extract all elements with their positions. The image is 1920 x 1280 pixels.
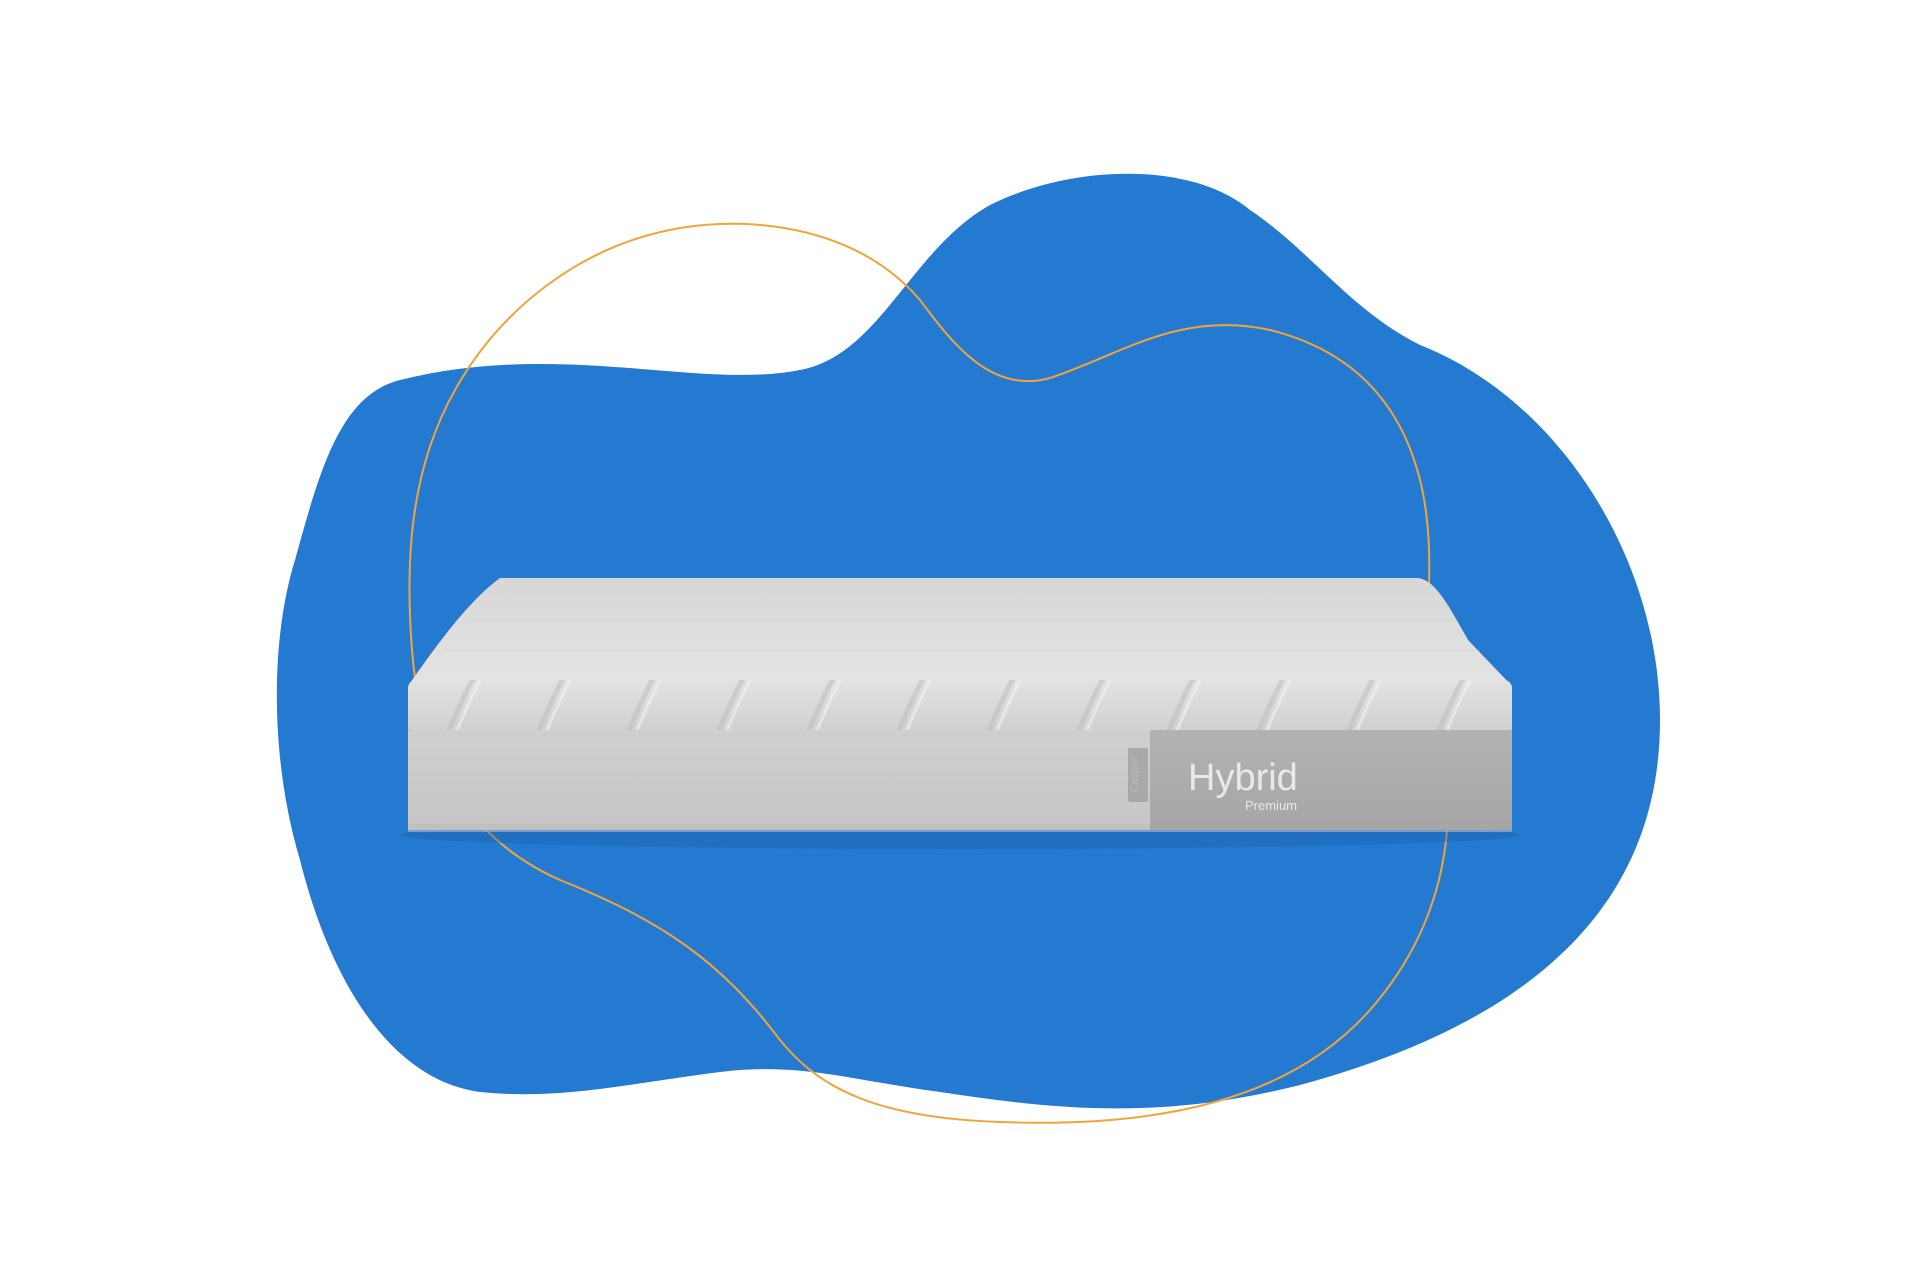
product-tier: Premium (1245, 798, 1297, 813)
accent-outline (408, 222, 1449, 1124)
mattress-bottom-edge (408, 824, 1512, 832)
brand-tag (1128, 748, 1148, 802)
mattress-top (408, 578, 1512, 686)
mattress-quilt-pattern (408, 680, 1512, 736)
brand-tag-text: Casper (1129, 757, 1141, 793)
product-name: Hybrid (1188, 757, 1298, 799)
mattress-top-quilting (445, 619, 1480, 651)
label-panel (1150, 730, 1512, 830)
